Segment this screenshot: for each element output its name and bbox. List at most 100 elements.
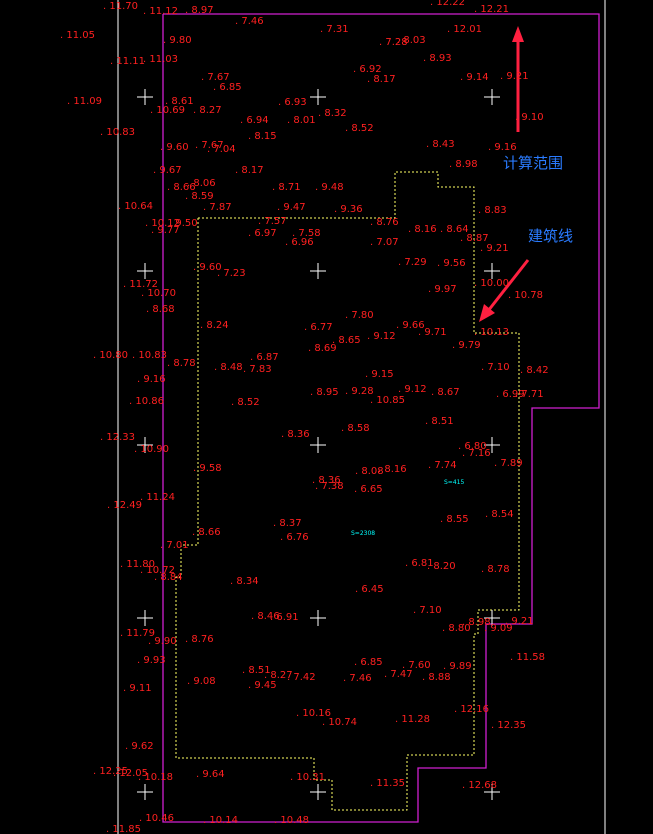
elevation-point: . 8.71 bbox=[272, 182, 301, 193]
elevation-point: . 8.36 bbox=[281, 429, 310, 440]
elevation-point: . 6.85 bbox=[213, 82, 242, 93]
elevation-point: . 7.16 bbox=[462, 448, 491, 459]
elevation-point: . 11.35 bbox=[370, 778, 405, 789]
elevation-point: . 9.71 bbox=[418, 327, 447, 338]
elevation-point: . 8.83 bbox=[478, 205, 507, 216]
elevation-points: . 11.70. 11.12. 8.97. 7.46. 12.22. 12.21… bbox=[60, 0, 549, 834]
elevation-point: . 7.04 bbox=[207, 144, 236, 155]
elevation-point: . 7.71 bbox=[515, 389, 544, 400]
elevation-point: . 8.54 bbox=[485, 509, 514, 520]
area-label: S=2308 bbox=[351, 530, 375, 537]
crosshair-mark bbox=[484, 610, 500, 626]
elevation-point: . 9.08 bbox=[187, 676, 216, 687]
elevation-point: . 10.14 bbox=[203, 815, 238, 826]
elevation-point: . 8.98 bbox=[462, 617, 491, 628]
elevation-point: . 8.98 bbox=[449, 159, 478, 170]
elevation-point: . 6.81 bbox=[405, 558, 434, 569]
elevation-point: . 10.83 bbox=[132, 350, 167, 361]
crosshair-mark bbox=[310, 610, 326, 626]
elevation-point: . 8.16 bbox=[378, 464, 407, 475]
elevation-point: . 10.74 bbox=[322, 717, 357, 728]
elevation-point: . 9.79 bbox=[452, 340, 481, 351]
elevation-point: . 9.16 bbox=[137, 374, 166, 385]
elevation-point: . 7.38 bbox=[315, 481, 344, 492]
elevation-point: . 12.01 bbox=[447, 24, 482, 35]
elevation-point: . 7.80 bbox=[345, 310, 374, 321]
elevation-point: . 8.27 bbox=[193, 105, 222, 116]
elevation-point: . 8.24 bbox=[200, 320, 229, 331]
elevation-point: . 7.58 bbox=[292, 228, 321, 239]
elevation-point: . 9.67 bbox=[153, 165, 182, 176]
elevation-point: . 12.68 bbox=[462, 780, 497, 791]
elevation-point: . 6.80 bbox=[458, 441, 487, 452]
elevation-point: . 11.12 bbox=[143, 6, 178, 17]
elevation-point: . 9.48 bbox=[315, 182, 344, 193]
elevation-point: . 9.14 bbox=[460, 72, 489, 83]
elevation-point: . 6.91 bbox=[270, 612, 299, 623]
elevation-point: . 7.10 bbox=[413, 605, 442, 616]
elevation-point: . 7.57 bbox=[258, 216, 287, 227]
elevation-point: . 11.72 bbox=[123, 279, 158, 290]
elevation-point: . 12.05 bbox=[113, 768, 148, 779]
elevation-point: . 8.03 bbox=[397, 35, 426, 46]
elevation-point: . 7.31 bbox=[320, 24, 349, 35]
elevation-point: . 7.89 bbox=[494, 458, 523, 469]
elevation-point: . 8.76 bbox=[370, 217, 399, 228]
elevation-point: . 9.56 bbox=[437, 258, 466, 269]
elevation-point: . 10.78 bbox=[508, 290, 543, 301]
elevation-point: . 12.49 bbox=[107, 500, 142, 511]
elevation-point: . 9.09 bbox=[484, 623, 513, 634]
elevation-point: . 8.51 bbox=[242, 665, 271, 676]
elevation-point: . 8.52 bbox=[231, 397, 260, 408]
elevation-point: . 10.00 bbox=[474, 278, 509, 289]
elevation-point: . 6.87 bbox=[250, 352, 279, 363]
elevation-point: . 11.03 bbox=[143, 54, 178, 65]
building-line bbox=[175, 171, 520, 811]
crosshair-mark bbox=[137, 437, 153, 453]
elevation-point: . 9.11 bbox=[123, 683, 152, 694]
elevation-point: . 9.89 bbox=[443, 661, 472, 672]
elevation-point: . 11.24 bbox=[140, 492, 175, 503]
elevation-point: . 9.16 bbox=[488, 142, 517, 153]
elevation-point: . 6.45 bbox=[355, 584, 384, 595]
elevation-point: . 7.10 bbox=[481, 362, 510, 373]
elevation-point: . 9.90 bbox=[148, 636, 177, 647]
elevation-point: . 8.97 bbox=[185, 5, 214, 16]
elevation-point: . 7.07 bbox=[370, 237, 399, 248]
elevation-point: . 10.72 bbox=[140, 565, 175, 576]
elevation-point: . 12.16 bbox=[454, 704, 489, 715]
elevation-point: . 8.08 bbox=[355, 466, 384, 477]
elevation-point: . 6.77 bbox=[304, 322, 333, 333]
elevation-point: . 8.52 bbox=[345, 123, 374, 134]
elevation-point: . 8.64 bbox=[440, 224, 469, 235]
elevation-point: . 8.67 bbox=[431, 387, 460, 398]
elevation-point: . 10.16 bbox=[296, 708, 331, 719]
elevation-point: . 7.46 bbox=[343, 673, 372, 684]
elevation-point: . 10.80 bbox=[93, 350, 128, 361]
annotation-arrows bbox=[479, 26, 530, 322]
elevation-point: . 8.01 bbox=[287, 115, 316, 126]
grid-crosshairs bbox=[137, 89, 500, 800]
crosshair-mark bbox=[137, 784, 153, 800]
elevation-point: . 8.93 bbox=[423, 53, 452, 64]
elevation-point: . 9.12 bbox=[398, 384, 427, 395]
elevation-point: . 11.09 bbox=[67, 96, 102, 107]
elevation-point: . 6.96 bbox=[285, 237, 314, 248]
crosshair-mark bbox=[137, 89, 153, 105]
calculation-range-boundary bbox=[162, 13, 600, 823]
elevation-point: . 6.92 bbox=[353, 64, 382, 75]
elevation-point: . 9.15 bbox=[365, 369, 394, 380]
elevation-point: . 6.76 bbox=[280, 532, 309, 543]
elevation-point: . 9.28 bbox=[345, 386, 374, 397]
elevation-point: . 8.17 bbox=[235, 165, 264, 176]
elevation-point: . 11.28 bbox=[395, 714, 430, 725]
elevation-point: . 7.47 bbox=[384, 669, 413, 680]
elevation-point: . 9.12 bbox=[367, 331, 396, 342]
road-edge-lines bbox=[117, 0, 606, 834]
elevation-point: . 12.21 bbox=[474, 4, 509, 15]
elevation-point: . 9.64 bbox=[196, 769, 225, 780]
elevation-point: . 8.46 bbox=[251, 611, 280, 622]
elevation-point: . 8.61 bbox=[165, 96, 194, 107]
elevation-point: . 10.46 bbox=[139, 813, 174, 824]
